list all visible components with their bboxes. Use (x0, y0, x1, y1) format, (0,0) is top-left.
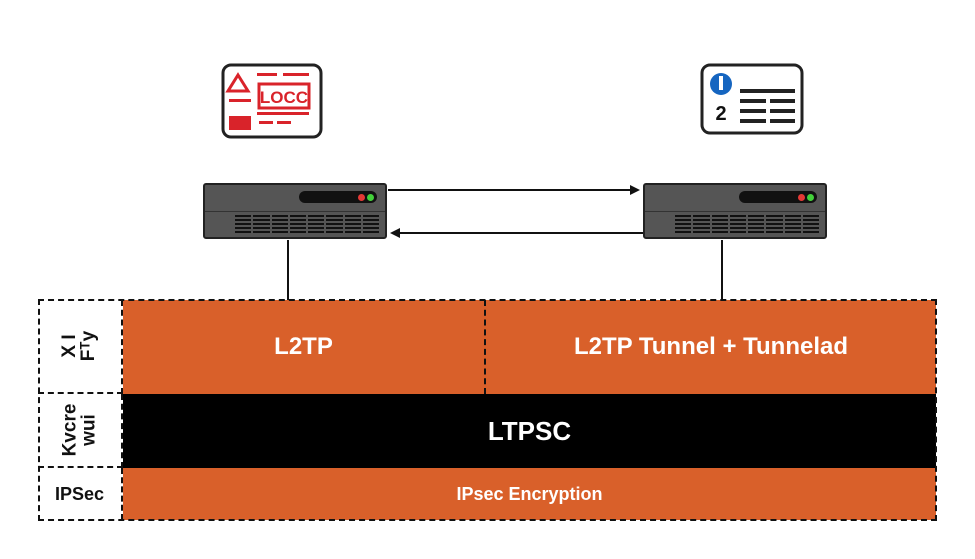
l2tp-tunnel-cell: L2TP Tunnel + Tunnelad (486, 300, 936, 394)
side-label-top-line2: Fᵀy (78, 330, 100, 362)
red-led-icon (358, 194, 365, 201)
side-label-middle-line1: Kvcre (59, 403, 81, 457)
side-label-middle-line2: wui (78, 414, 100, 446)
server-right (643, 183, 827, 239)
l2tp-label: L2TP (274, 333, 333, 360)
l2tp-tunnel-label: L2TP Tunnel + Tunnelad (573, 333, 849, 360)
doc-number: 2 (715, 103, 726, 125)
layer-stack-frame (38, 299, 937, 521)
server-left (203, 183, 387, 239)
doc-badge-text: LOCC (260, 88, 308, 107)
red-led-icon (798, 194, 805, 201)
ipsec-encryption-label: IPsec Encryption (456, 483, 603, 504)
green-led-icon (367, 194, 374, 201)
side-label-bottom: IPSec (38, 468, 123, 520)
status-panel (739, 191, 817, 203)
side-label-bottom-text: IPSec (54, 483, 105, 504)
middle-layer-band: LTPSC (123, 394, 936, 468)
side-label-top-line1: X I (59, 334, 81, 358)
l2tp-cell: L2TP (123, 300, 486, 394)
top-layer-band: L2TP L2TP Tunnel + Tunnelad (123, 300, 936, 394)
bottom-layer-band: IPsec Encryption (123, 468, 936, 520)
warning-document-icon: LOCC (221, 63, 323, 139)
ltpsc-label: LTPSC (487, 415, 572, 446)
info-document-icon: 2 (700, 63, 804, 135)
vent-grille (675, 215, 819, 235)
vent-grille (235, 215, 379, 235)
green-led-icon (807, 194, 814, 201)
status-panel (299, 191, 377, 203)
